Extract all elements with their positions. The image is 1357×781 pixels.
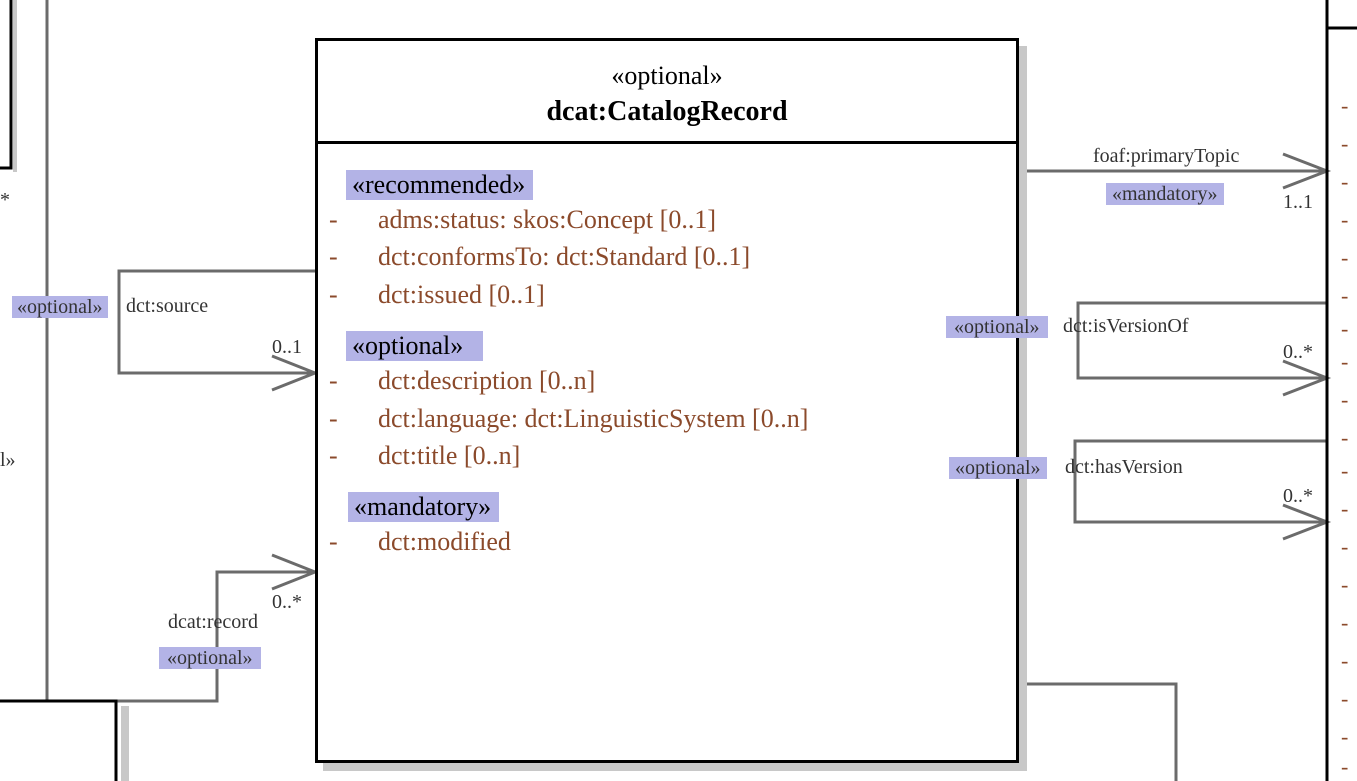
attribute-dct-modified: dct:modified	[378, 527, 511, 556]
right-box-attribute-dash: -	[1341, 648, 1349, 673]
right-box-attribute-dash: -	[1341, 387, 1349, 412]
attribute-dct-conformsto: dct:conformsTo: dct:Standard [0..1]	[378, 242, 751, 271]
left-edge-stereotype-fragment: l»	[0, 449, 16, 471]
right-box-attribute-dash: -	[1341, 686, 1349, 711]
right-box-attribute-dash: -	[1341, 169, 1349, 194]
right-box-attribute-dash: -	[1341, 425, 1349, 450]
attribute-bullet: -	[329, 527, 338, 556]
attribute-dct-issued: dct:issued [0..1]	[378, 280, 545, 309]
right-box-attribute-dash: -	[1341, 534, 1349, 559]
record-multiplicity: 0..*	[272, 591, 302, 613]
right-box-attribute-dash: -	[1341, 316, 1349, 341]
record-stereotype-badge: «optional»	[159, 647, 261, 669]
right-box-attribute-dash: -	[1341, 754, 1349, 779]
section-mandatory-header: «mandatory»	[348, 492, 500, 522]
right-box-attribute-dash: -	[1341, 458, 1349, 483]
attribute-dct-language: dct:language: dct:LinguisticSystem [0..n…	[378, 404, 809, 433]
source-multiplicity: 0..1	[272, 336, 302, 358]
has-version-association-label[interactable]: dct:hasVersion	[1065, 456, 1183, 478]
class-header-divider	[318, 141, 1016, 144]
right-box-attribute-dash: -	[1341, 245, 1349, 270]
attribute-dct-description: dct:description [0..n]	[378, 366, 596, 395]
has-version-stereotype-badge: «optional»	[949, 457, 1047, 479]
attribute-bullet: -	[329, 280, 338, 309]
is-version-of-multiplicity: 0..*	[1283, 341, 1313, 363]
right-box-attribute-dash: -	[1341, 283, 1349, 308]
attribute-bullet: -	[329, 366, 338, 395]
class-stereotype: «optional»	[611, 61, 723, 90]
is-version-of-stereotype-badge: «optional»	[946, 316, 1048, 338]
primary-topic-stereotype-badge: «mandatory»	[1106, 183, 1224, 205]
right-box-attribute-dash: -	[1341, 610, 1349, 635]
section-optional-header: «optional»	[346, 331, 484, 361]
right-box-attribute-dash: -	[1341, 131, 1349, 156]
has-version-multiplicity: 0..*	[1283, 485, 1313, 507]
right-box-attribute-dash: -	[1341, 349, 1349, 374]
class-name: dcat:CatalogRecord	[546, 96, 788, 127]
right-box-attribute-dash: -	[1341, 724, 1349, 749]
right-box-attribute-dash: -	[1341, 93, 1349, 118]
attribute-dct-title: dct:title [0..n]	[378, 441, 521, 470]
record-association-label[interactable]: dcat:record	[168, 611, 258, 633]
right-box-attribute-dash: -	[1341, 572, 1349, 597]
attribute-bullet: -	[329, 441, 338, 470]
primary-topic-multiplicity: 1..1	[1283, 191, 1313, 213]
primary-topic-association-label[interactable]: foaf:primaryTopic	[1093, 145, 1240, 167]
right-box-attribute-dash: -	[1341, 207, 1349, 232]
section-recommended-header: «recommended»	[346, 170, 534, 200]
right-box-attribute-dash: -	[1341, 496, 1349, 521]
attribute-bullet: -	[329, 242, 338, 271]
left-edge-multiplicity-fragment: *	[0, 189, 10, 211]
source-stereotype-badge: «optional»	[12, 296, 108, 318]
attribute-adms-status: adms:status: skos:Concept [0..1]	[378, 205, 716, 234]
attribute-bullet: -	[329, 404, 338, 433]
source-association-label[interactable]: dct:source	[126, 295, 209, 317]
is-version-of-association-label[interactable]: dct:isVersionOf	[1063, 315, 1189, 337]
catalog-record-class-box[interactable]: «optional» dcat:CatalogRecord	[315, 38, 1019, 763]
attribute-bullet: -	[329, 205, 338, 234]
